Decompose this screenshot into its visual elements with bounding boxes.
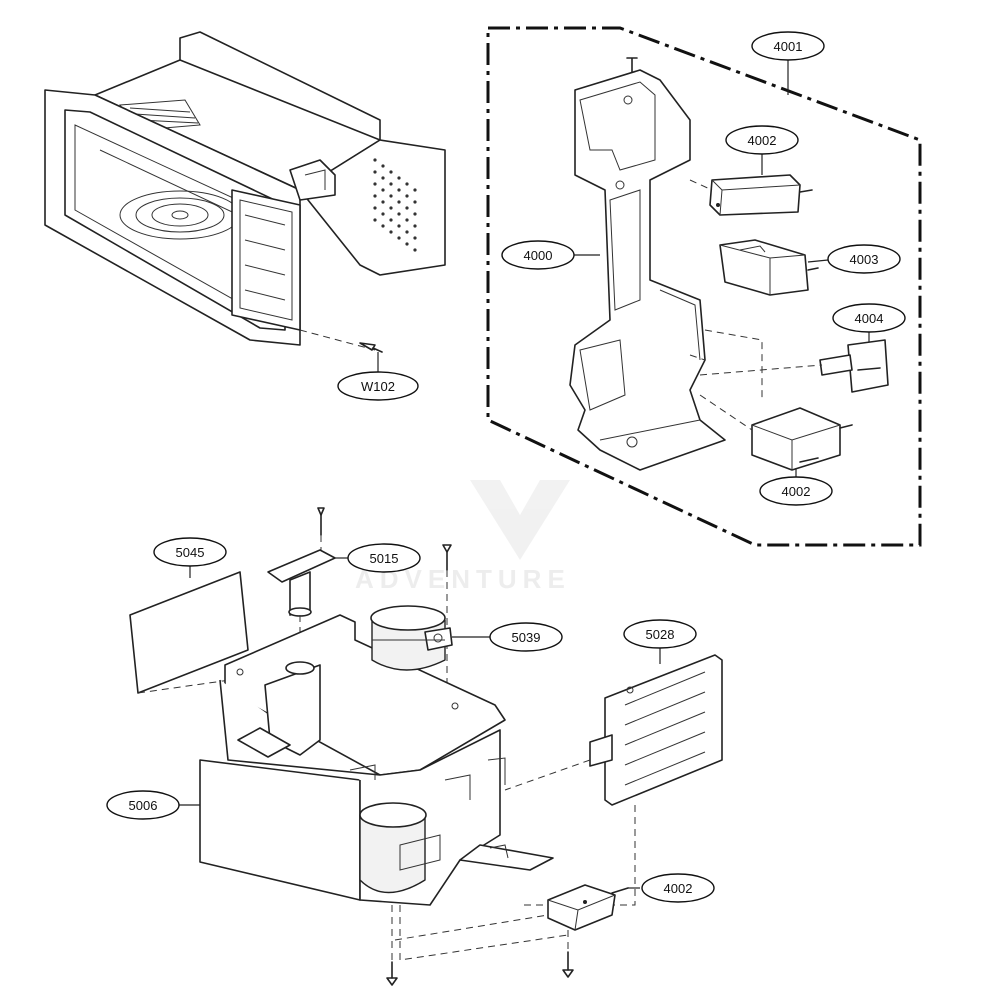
micro-switch-4003 — [719, 239, 819, 296]
callout-5045-label: 5045 — [176, 545, 205, 560]
cover-plate-5028 — [589, 654, 723, 806]
callout-5045: 5045 — [153, 537, 227, 567]
callout-4002-mid-label: 4002 — [782, 484, 811, 499]
callout-5015-label: 5015 — [370, 551, 399, 566]
watermark: ADVENTURE — [355, 480, 570, 594]
callout-4004-label: 4004 — [855, 311, 884, 326]
housing-5006 — [199, 614, 554, 906]
microwave-cavity-assembly — [44, 31, 446, 351]
callout-4002-bottom-label: 4002 — [664, 881, 693, 896]
callout-w102-label: W102 — [361, 379, 395, 394]
cover-plate-5045 — [129, 571, 249, 694]
bracket-5015 — [267, 549, 336, 617]
screw-bottom-right — [562, 951, 574, 978]
callout-4001: 4001 — [751, 31, 825, 61]
screw-top-right — [442, 544, 452, 571]
side-vent-holes — [373, 158, 417, 252]
micro-switch-4002-bottom — [547, 884, 629, 931]
callout-4002-top-label: 4002 — [748, 133, 777, 148]
callout-4002-top: 4002 — [725, 125, 799, 155]
callout-4000: 4000 — [501, 240, 575, 270]
micro-switch-4002-mid — [751, 407, 853, 471]
callout-4002-mid: 4002 — [759, 476, 833, 506]
switch-4004 — [819, 339, 889, 393]
latch-board-4000 — [569, 57, 726, 471]
screw-top-left — [317, 507, 325, 536]
callout-5039-label: 5039 — [512, 630, 541, 645]
micro-switch-4002-top — [709, 174, 813, 216]
callout-4000-label: 4000 — [524, 248, 553, 263]
callout-5028: 5028 — [623, 619, 697, 649]
turntable — [119, 190, 241, 240]
callout-4003: 4003 — [827, 244, 901, 274]
callout-5006-label: 5006 — [129, 798, 158, 813]
callout-5039: 5039 — [489, 622, 563, 652]
interlock-assembly-boundary — [486, 26, 922, 547]
motor-5039 — [370, 605, 453, 671]
callout-5006: 5006 — [106, 790, 180, 820]
callout-4001-label: 4001 — [774, 39, 803, 54]
callout-w102: W102 — [337, 371, 419, 401]
callout-4004: 4004 — [832, 303, 906, 333]
screw-w102 — [359, 342, 383, 353]
callout-5028-label: 5028 — [646, 627, 675, 642]
screw-bottom-left — [386, 961, 398, 986]
callout-4003-label: 4003 — [850, 252, 879, 267]
callout-4002-bottom: 4002 — [641, 873, 715, 903]
callout-5015: 5015 — [347, 543, 421, 573]
